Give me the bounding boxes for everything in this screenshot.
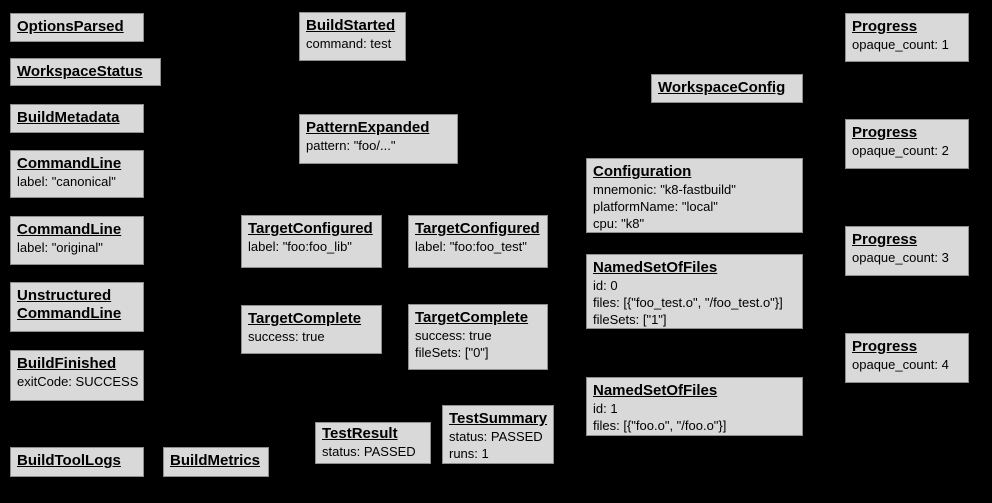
node-title: WorkspaceConfig [658, 79, 786, 96]
node-title: BuildStarted [306, 17, 396, 34]
node-title: PatternExpanded [306, 119, 430, 136]
node-attribute: exitCode: SUCCESS [17, 374, 139, 389]
node-named-set-of-files-0: NamedSetOfFiles id: 0 files: [{"foo_test… [586, 254, 803, 329]
node-title: TargetConfigured [248, 220, 373, 237]
node-title: TestSummary [449, 410, 548, 427]
node-build-finished: BuildFinished exitCode: SUCCESS [10, 350, 144, 401]
node-progress-3: Progress opaque_count: 3 [845, 226, 969, 276]
node-target-configured-foo-test: TargetConfigured label: "foo:foo_test" [408, 215, 548, 268]
node-build-tool-logs: BuildToolLogs [10, 447, 144, 477]
node-build-metadata: BuildMetadata [10, 104, 144, 133]
node-title: TestResult [322, 425, 398, 442]
node-title: OptionsParsed [17, 18, 124, 35]
node-progress-4: Progress opaque_count: 4 [845, 333, 969, 383]
node-title: TargetComplete [415, 309, 529, 326]
node-title: CommandLine [17, 305, 122, 322]
node-title: TargetComplete [248, 310, 362, 327]
node-workspace-config: WorkspaceConfig [651, 74, 803, 103]
node-command-line-original: CommandLine label: "original" [10, 216, 144, 265]
node-test-summary: TestSummary status: PASSED runs: 1 [442, 405, 554, 464]
node-title: CommandLine [17, 221, 122, 238]
node-title: Configuration [593, 163, 692, 180]
node-attribute: label: "foo:foo_lib" [248, 239, 352, 254]
node-workspace-status: WorkspaceStatus [10, 58, 161, 86]
node-target-configured-foo-lib: TargetConfigured label: "foo:foo_lib" [241, 215, 382, 268]
node-attribute: success: true [248, 329, 325, 344]
node-attribute: opaque_count: 2 [852, 143, 949, 158]
node-title: NamedSetOfFiles [593, 382, 718, 399]
node-attribute: pattern: "foo/..." [306, 138, 396, 153]
node-attribute: opaque_count: 1 [852, 37, 949, 52]
node-attribute: success: true [415, 328, 492, 343]
node-named-set-of-files-1: NamedSetOfFiles id: 1 files: [{"foo.o", … [586, 377, 803, 436]
node-command-line-canonical: CommandLine label: "canonical" [10, 150, 144, 198]
node-unstructured-command-line: Unstructured CommandLine [10, 282, 144, 332]
node-title: Progress [852, 124, 918, 141]
node-target-complete-foo-test: TargetComplete success: true fileSets: [… [408, 304, 548, 370]
node-title: Progress [852, 231, 918, 248]
node-build-metrics: BuildMetrics [163, 447, 269, 477]
node-attribute: files: [{"foo_test.o", "/foo_test.o"}] [593, 295, 783, 310]
node-title: Progress [852, 18, 918, 35]
node-target-complete-foo-lib: TargetComplete success: true [241, 305, 382, 354]
node-attribute: opaque_count: 4 [852, 357, 949, 372]
node-attribute: mnemonic: "k8-fastbuild" [593, 182, 736, 197]
node-options-parsed: OptionsParsed [10, 13, 144, 42]
node-attribute: label: "canonical" [17, 174, 116, 189]
node-attribute: status: PASSED [449, 429, 543, 444]
node-attribute: cpu: "k8" [593, 216, 645, 231]
node-attribute: id: 1 [593, 401, 618, 416]
node-attribute: status: PASSED [322, 444, 416, 459]
node-title: CommandLine [17, 155, 122, 172]
node-title: WorkspaceStatus [17, 63, 143, 80]
node-attribute: label: "original" [17, 240, 103, 255]
node-attribute: fileSets: ["0"] [415, 345, 489, 360]
node-configuration: Configuration mnemonic: "k8-fastbuild" p… [586, 158, 803, 233]
node-title: NamedSetOfFiles [593, 259, 718, 276]
node-progress-1: Progress opaque_count: 1 [845, 13, 969, 62]
node-test-result: TestResult status: PASSED [315, 422, 431, 464]
node-attribute: label: "foo:foo_test" [415, 239, 527, 254]
node-title: BuildToolLogs [17, 452, 121, 469]
node-attribute: fileSets: ["1"] [593, 312, 667, 327]
node-progress-2: Progress opaque_count: 2 [845, 119, 969, 169]
node-title: Unstructured [17, 287, 112, 304]
node-attribute: id: 0 [593, 278, 618, 293]
node-attribute: runs: 1 [449, 446, 489, 461]
node-title: TargetConfigured [415, 220, 540, 237]
node-title: Progress [852, 338, 918, 355]
node-title: BuildMetrics [170, 452, 261, 469]
node-attribute: opaque_count: 3 [852, 250, 949, 265]
node-attribute: command: test [306, 36, 392, 51]
node-title: BuildFinished [17, 355, 117, 372]
node-attribute: files: [{"foo.o", "/foo.o"}] [593, 418, 727, 433]
node-attribute: platformName: "local" [593, 199, 718, 214]
node-build-started: BuildStarted command: test [299, 12, 406, 61]
node-pattern-expanded: PatternExpanded pattern: "foo/..." [299, 114, 458, 164]
node-title: BuildMetadata [17, 109, 120, 126]
